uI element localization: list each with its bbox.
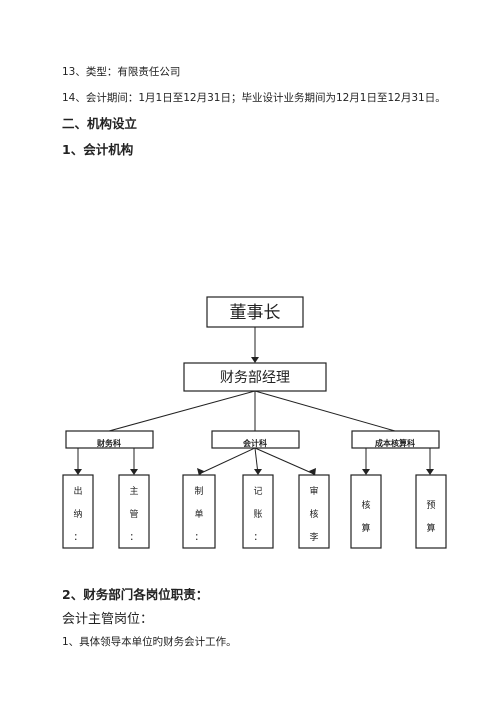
leaf-voucher-char-3: ： [194,533,203,543]
section-heading-institution: 二、机构设立 [62,116,138,131]
org-box-finance-manager [183,362,327,392]
duty-item-1: 1、具体领导本单位旳财务会计工作。 [62,636,237,648]
leaf-budget-char-2: 算 [426,522,435,534]
org-label-cost-dept: 成本核算科 [375,438,415,448]
edge-manager-dept1 [108,390,256,432]
org-label-finance-dept: 财务科 [96,438,121,448]
leaf-box-bookkeeping [242,474,274,549]
leaf-box-supervisor [118,474,150,549]
leaf-box-cashier [62,474,94,549]
org-label-finance-manager: 财务部经理 [220,370,290,386]
leaf-audit-char-1: 审 [309,485,318,497]
leaf-box-voucher [182,474,216,549]
paragraph-type: 13、类型：有限责任公司 [62,66,181,78]
org-label-accounting-dept: 会计科 [243,438,267,448]
leaf-supervisor-char-3: ： [129,533,138,543]
leaf-costing-char-2: 算 [361,522,370,534]
leaf-bookkeeping-char-1: 记 [253,486,262,497]
leaf-audit-char-3: 李 [309,531,318,543]
leaf-cashier-char-2: 纳 [73,508,82,520]
leaf-cashier-char-1: 出 [73,485,82,497]
subsection-heading-accounting-org: 1、会计机构 [62,142,134,157]
arrowhead-leaf2 [130,469,138,475]
arrowhead-leaf3 [197,468,204,476]
arrowhead-root-manager [251,357,259,363]
arrowhead-leaf6 [362,469,370,475]
leaf-bookkeeping-char-3: ： [253,533,262,543]
org-box-finance-dept [65,430,154,449]
leaf-cashier-char-3: ： [73,533,82,543]
paragraph-accounting-period: 14、会计期间：1月1日至12月31日；毕业设计业务期间为12月1日至12月31… [62,92,446,104]
edge-dept2-leaf3 [198,447,256,475]
org-box-cost-dept [351,430,440,449]
leaf-budget-char-1: 预 [426,500,435,511]
org-box-chairman [206,296,304,328]
arrowhead-leaf1 [74,469,82,475]
leaf-supervisor-char-1: 主 [129,485,138,497]
leaf-costing-char-1: 核 [361,499,370,511]
arrowheads [74,468,434,476]
leaf-box-costing [350,474,382,549]
leaf-voucher-char-1: 制 [194,485,203,497]
leaf-supervisor-char-2: 管 [129,508,138,520]
post-title-accounting-supervisor: 会计主管岗位： [62,612,154,627]
leaf-box-budget [415,474,447,549]
org-label-chairman: 董事长 [230,303,281,323]
leaf-bookkeeping-char-2: 账 [253,509,262,520]
arrowhead-leaf5 [309,468,316,476]
arrowhead-leaf4 [254,469,262,475]
leaf-voucher-char-2: 单 [194,508,203,520]
subsection-heading-duties: 2、财务部门各岗位职责： [62,587,209,602]
leaf-box-audit [298,474,330,549]
edge-dept2-leaf5 [254,447,315,475]
arrowhead-leaf7 [426,469,434,475]
leaf-audit-char-2: 核 [309,508,318,520]
edge-manager-dept3 [254,390,396,432]
